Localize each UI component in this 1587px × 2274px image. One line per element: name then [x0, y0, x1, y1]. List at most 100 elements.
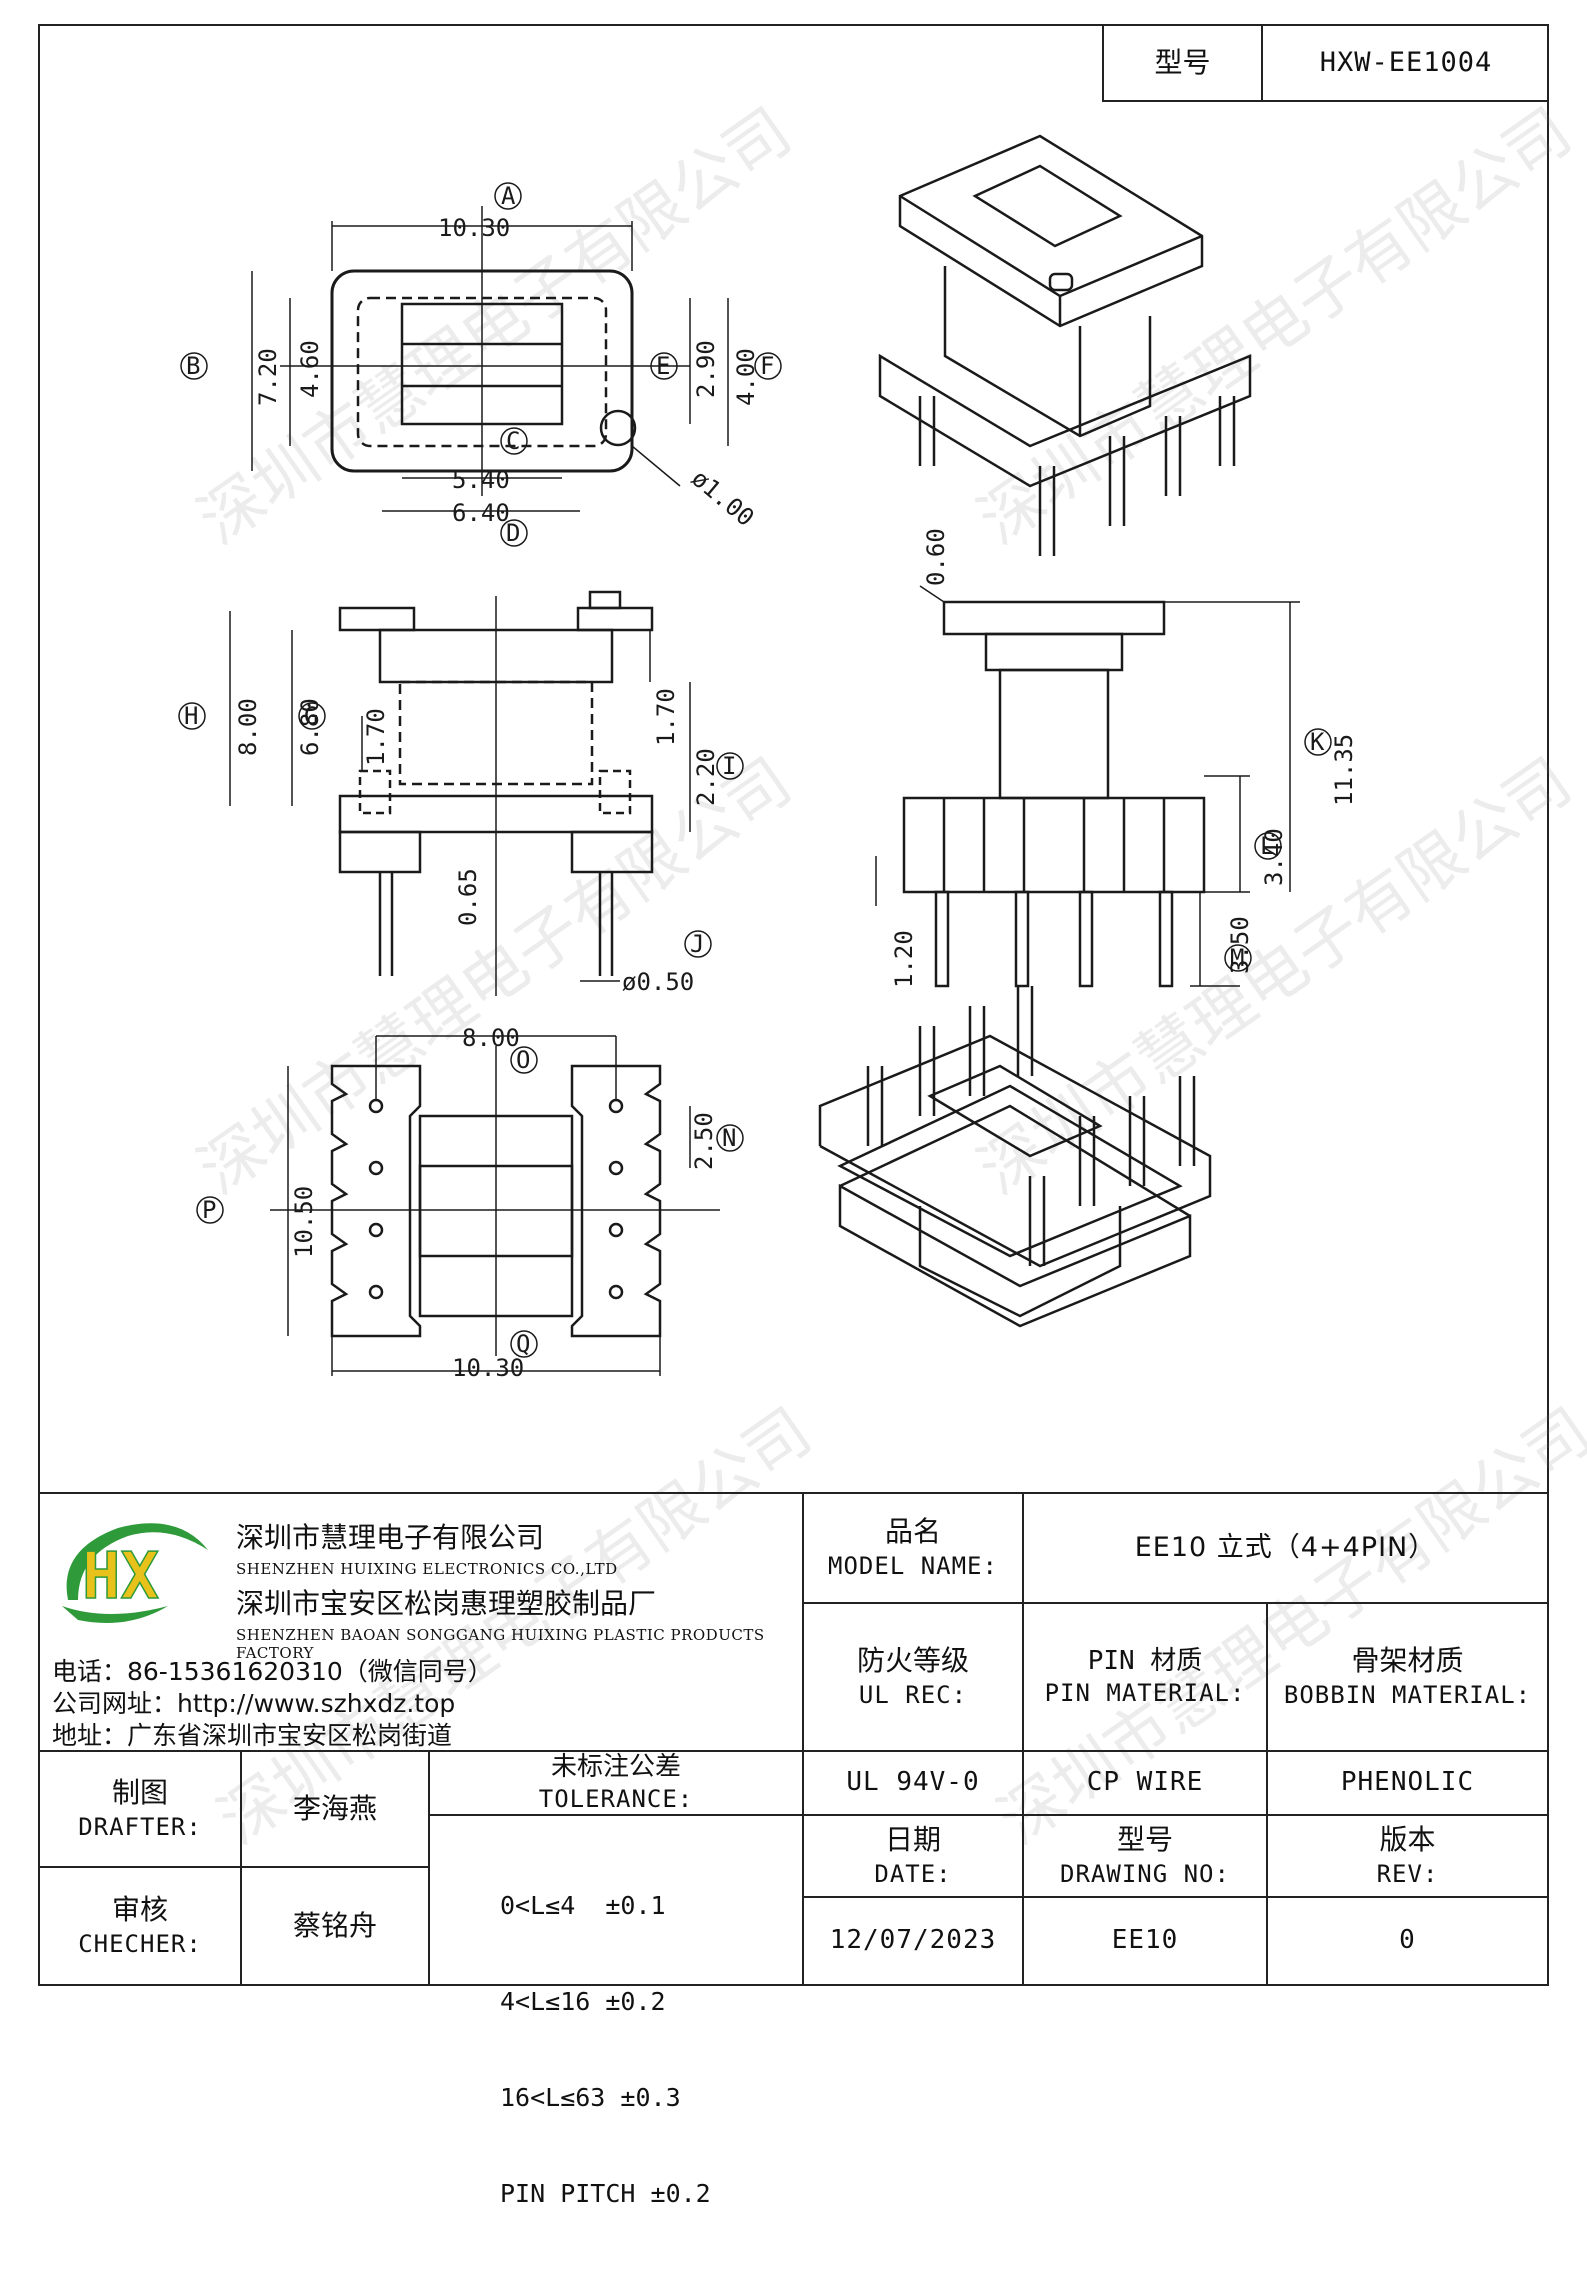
factory-name-cn: 深圳市宝安区松岗惠理塑胶制品厂	[236, 1587, 657, 1620]
dim-label-a: A	[501, 182, 516, 210]
tolerance-values: 0<L≤4 ±0.1 4<L≤16 ±0.2 16<L≤63 ±0.3 PIN …	[500, 1826, 711, 2274]
grid-line	[428, 1814, 802, 1816]
grid-line	[240, 1750, 242, 1986]
drawing-no-label: 型号 DRAWING NO:	[1024, 1816, 1266, 1896]
tolerance-label: 未标注公差 TOLERANCE:	[430, 1752, 802, 1814]
drafter-label: 制图 DRAFTER:	[40, 1752, 240, 1866]
tolerance-row: 0<L≤4 ±0.1	[500, 1891, 666, 1920]
isometric-top-view	[878, 134, 1252, 556]
pin-material-value: CP WIRE	[1086, 1767, 1204, 1798]
bobbin-material-value: PHENOLIC	[1340, 1767, 1475, 1798]
bottom-view	[196, 1035, 744, 1376]
technical-drawing: A B C D E F H G I J K L M O N P Q 10.30 …	[178, 134, 1358, 1382]
drafter-cn: 制图	[111, 1776, 168, 1810]
dim-front-top: 0.60	[922, 528, 950, 586]
dim-label-c: C	[506, 427, 520, 455]
tolerance-cn: 未标注公差	[550, 1751, 681, 1782]
pin-material-en: PIN MATERIAL:	[1044, 1679, 1246, 1708]
dim-side-inner: 6.80	[296, 698, 324, 756]
dim-flange-left: 1.70	[362, 708, 390, 766]
grid-line	[40, 1750, 1547, 1752]
tolerance-row: PIN PITCH ±0.2	[500, 2179, 711, 2208]
dim-hole-dia: ø1.00	[686, 464, 759, 532]
ul-rec-cn: 防火等级	[856, 1644, 969, 1678]
dim-label-m: M	[1230, 944, 1244, 972]
side-view	[178, 590, 744, 996]
dim-inner-width: 5.40	[452, 466, 510, 494]
model-name-en: MODEL NAME:	[828, 1551, 998, 1580]
grid-line	[802, 1896, 1547, 1898]
bobbin-material-en: BOBBIN MATERIAL:	[1283, 1680, 1532, 1709]
company-logo: HX	[62, 1523, 208, 1623]
checker-name: 蔡铭舟	[292, 1908, 377, 1942]
grid-line	[40, 1866, 428, 1868]
dim-inner-height: 4.60	[296, 340, 324, 398]
company-phone: 电话：86-15361620310（微信同号）	[52, 1657, 493, 1686]
dim-label-g: G	[304, 702, 318, 730]
pin-material-label: PIN 材质 PIN MATERIAL:	[1024, 1604, 1266, 1750]
checker-cn: 审核	[111, 1893, 168, 1927]
dim-label-d: D	[506, 519, 520, 547]
dim-label-p: P	[202, 1196, 216, 1224]
date-cn: 日期	[884, 1823, 941, 1857]
tolerance-row: 16<L≤63 ±0.3	[500, 2083, 681, 2112]
model-name-label: 品名 MODEL NAME:	[804, 1494, 1022, 1602]
company-address: 地址：广东省深圳市宝安区松岗街道	[52, 1721, 453, 1750]
drawing-no-cn: 型号	[1116, 1823, 1173, 1857]
dim-bottom-height: 10.50	[290, 1186, 318, 1258]
date-label: 日期 DATE:	[804, 1816, 1022, 1896]
logo-text: HX	[82, 1540, 159, 1614]
dim-pin-stub: 1.20	[890, 930, 918, 988]
grid-line	[428, 1750, 430, 1986]
dim-flange-right: 1.70	[652, 688, 680, 746]
checker-label: 审核 CHECHER:	[40, 1868, 240, 1984]
model-name-value: EE10 立式（4+4PIN）	[1134, 1532, 1437, 1564]
tolerance-row: 4<L≤16 ±0.2	[500, 1987, 666, 2016]
dim-label-j: J	[690, 930, 704, 958]
dim-label-k: K	[1310, 728, 1325, 756]
company-name-cn: 深圳市慧理电子有限公司	[236, 1521, 545, 1554]
dim-label-b: B	[186, 352, 200, 380]
rev-cn: 版本	[1379, 1823, 1436, 1857]
dim-label-h: H	[184, 702, 198, 730]
dim-core-width: 6.40	[452, 499, 510, 527]
isometric-bottom-view	[818, 986, 1212, 1328]
grid-line	[1022, 1492, 1024, 1986]
date-value: 12/07/2023	[829, 1925, 997, 1956]
bobbin-material-cn: 骨架材质	[1351, 1644, 1464, 1678]
dim-pin-dia: ø0.50	[622, 968, 694, 996]
rev-en: REV:	[1376, 1859, 1439, 1888]
dim-top-width: 10.30	[438, 214, 510, 242]
header-model-value: HXW-EE1004	[1319, 47, 1493, 79]
ul-rec-value: UL 94V-0	[846, 1767, 980, 1798]
drawing-no-value: EE10	[1111, 1925, 1179, 1956]
dim-front-base: 3.40	[1260, 828, 1288, 886]
ul-rec-en: UL REC:	[858, 1680, 968, 1709]
dim-outer-slot: 4.00	[732, 348, 760, 406]
drafter-en: DRAFTER:	[78, 1812, 202, 1841]
dim-slot-height: 2.90	[692, 340, 720, 398]
bobbin-material-label: 骨架材质 BOBBIN MATERIAL:	[1268, 1604, 1547, 1750]
dim-top-height: 7.20	[254, 348, 282, 406]
dim-front-total: 11.35	[1330, 734, 1358, 806]
rev-value: 0	[1399, 1925, 1416, 1956]
model-name-cn: 品名	[884, 1515, 941, 1549]
ul-rec-label: 防火等级 UL REC:	[804, 1604, 1022, 1750]
tolerance-en: TOLERANCE:	[538, 1785, 694, 1814]
company-info: HX 深圳市慧理电子有限公司 SHENZHEN HUIXING ELECTRON…	[40, 1494, 800, 1750]
dim-bottom-total: 10.30	[452, 1354, 524, 1382]
dim-base-step: 2.20	[692, 748, 720, 806]
factory-name-en: SHENZHEN BAOAN SONGGANG HUIXING PLASTIC …	[236, 1626, 765, 1662]
rev-label: 版本 REV:	[1268, 1816, 1547, 1896]
front-view	[875, 585, 1332, 988]
header-model-box: 型号 HXW-EE1004	[1102, 26, 1549, 102]
dim-label-f: F	[760, 352, 774, 380]
company-website: 公司网址：http://www.szhxdz.top	[52, 1689, 456, 1718]
drawing-no-en: DRAWING NO:	[1060, 1859, 1230, 1888]
drawing-sheet: 型号 HXW-EE1004 深圳市慧理电子有限公司 深圳市慧理电子有限公司 深圳…	[38, 24, 1587, 2208]
dim-pin-pitch: 2.50	[690, 1112, 718, 1170]
drafter-name: 李海燕	[292, 1791, 377, 1825]
grid-line	[802, 1602, 1547, 1604]
dim-pin-length: 3.50	[1226, 916, 1254, 974]
grid-line	[802, 1492, 804, 1986]
